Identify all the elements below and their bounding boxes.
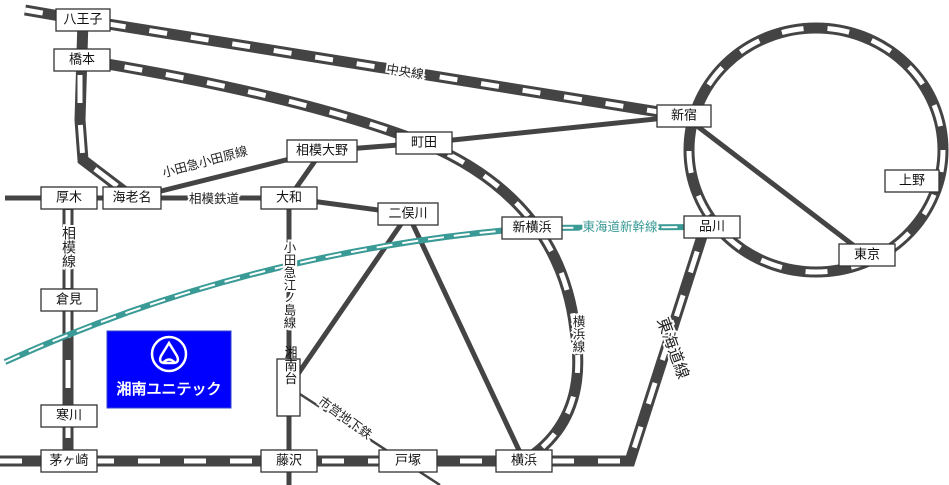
station-ebina[interactable]: 海老名 [102, 186, 162, 210]
odakyu-enoshima-line-label: 小田急江ノ島線 [282, 241, 297, 329]
tokaido-line [0, 225, 711, 467]
svg-text:横浜: 横浜 [511, 454, 537, 469]
station-samukawa[interactable]: 寒川 [40, 404, 98, 428]
svg-text:寒川: 寒川 [56, 408, 82, 424]
station-machida[interactable]: 町田 [395, 131, 453, 155]
station-hachioji[interactable]: 八王子 [55, 8, 111, 32]
svg-text:八王子: 八王子 [63, 13, 102, 28]
svg-text:新横浜: 新横浜 [512, 220, 551, 236]
chuo-inner-line [682, 114, 868, 257]
svg-text:東京: 東京 [854, 247, 880, 263]
shinkansen-line [3, 224, 706, 365]
chuo-line-label: 中央線 [385, 61, 425, 82]
subway-line-label: 市営地下鉄 [316, 393, 376, 442]
station-ueno[interactable]: 上野 [884, 169, 940, 193]
svg-text:藤沢: 藤沢 [276, 454, 302, 469]
odakyu-odawara-line [132, 113, 685, 201]
company-emblem-icon [150, 335, 188, 373]
station-totsuka[interactable]: 戸塚 [378, 449, 438, 473]
svg-text:町田: 町田 [411, 136, 437, 151]
sagami-line-label: 相模線 [60, 226, 76, 268]
station-shinagawa[interactable]: 品川 [683, 215, 741, 239]
station-yokohama[interactable]: 横浜 [495, 449, 553, 473]
svg-text:橋本: 橋本 [69, 53, 95, 68]
station-hashimoto[interactable]: 橋本 [53, 48, 111, 72]
svg-text:戸塚: 戸塚 [395, 454, 421, 469]
station-shinjuku[interactable]: 新宿 [656, 104, 712, 128]
yokohama-line [82, 54, 584, 466]
svg-text:厚木: 厚木 [56, 191, 82, 206]
station-fujisawa[interactable]: 藤沢 [260, 449, 318, 473]
svg-text:品川: 品川 [699, 220, 725, 235]
station-atsugi[interactable]: 厚木 [40, 186, 98, 210]
shinkansen-line-label: 東海道新幹線 [582, 219, 658, 234]
svg-text:湘南台: 湘南台 [282, 346, 298, 385]
svg-text:相模大野: 相模大野 [296, 144, 348, 159]
svg-text:茅ヶ崎: 茅ヶ崎 [49, 454, 88, 469]
station-futamatagawa[interactable]: 二俣川 [377, 202, 439, 226]
station-yamato[interactable]: 大和 [260, 186, 318, 210]
svg-text:上野: 上野 [899, 174, 925, 189]
svg-text:新宿: 新宿 [671, 108, 697, 124]
station-tokyo[interactable]: 東京 [838, 243, 896, 267]
company-logo: 湘南ユニテック [106, 330, 232, 409]
company-name: 湘南ユニテック [116, 380, 221, 398]
sotetsu-izumino-line [286, 212, 411, 389]
svg-text:倉見: 倉見 [56, 293, 82, 308]
station-shinyokohama[interactable]: 新横浜 [501, 216, 563, 240]
sotetsu-line-label: 相模鉄道 [189, 191, 240, 206]
svg-text:大和: 大和 [276, 191, 302, 206]
station-sagamiono[interactable]: 相模大野 [286, 139, 358, 163]
yokohama-line-label: 横浜線 [571, 315, 586, 353]
station-kurami[interactable]: 倉見 [40, 288, 98, 312]
station-chigasaki[interactable]: 茅ヶ崎 [40, 449, 98, 473]
station-shonandai[interactable]: 湘南台 [276, 346, 301, 417]
svg-text:二俣川: 二俣川 [388, 207, 427, 222]
yamanote-line [683, 22, 949, 278]
svg-text:海老名: 海老名 [112, 190, 151, 206]
